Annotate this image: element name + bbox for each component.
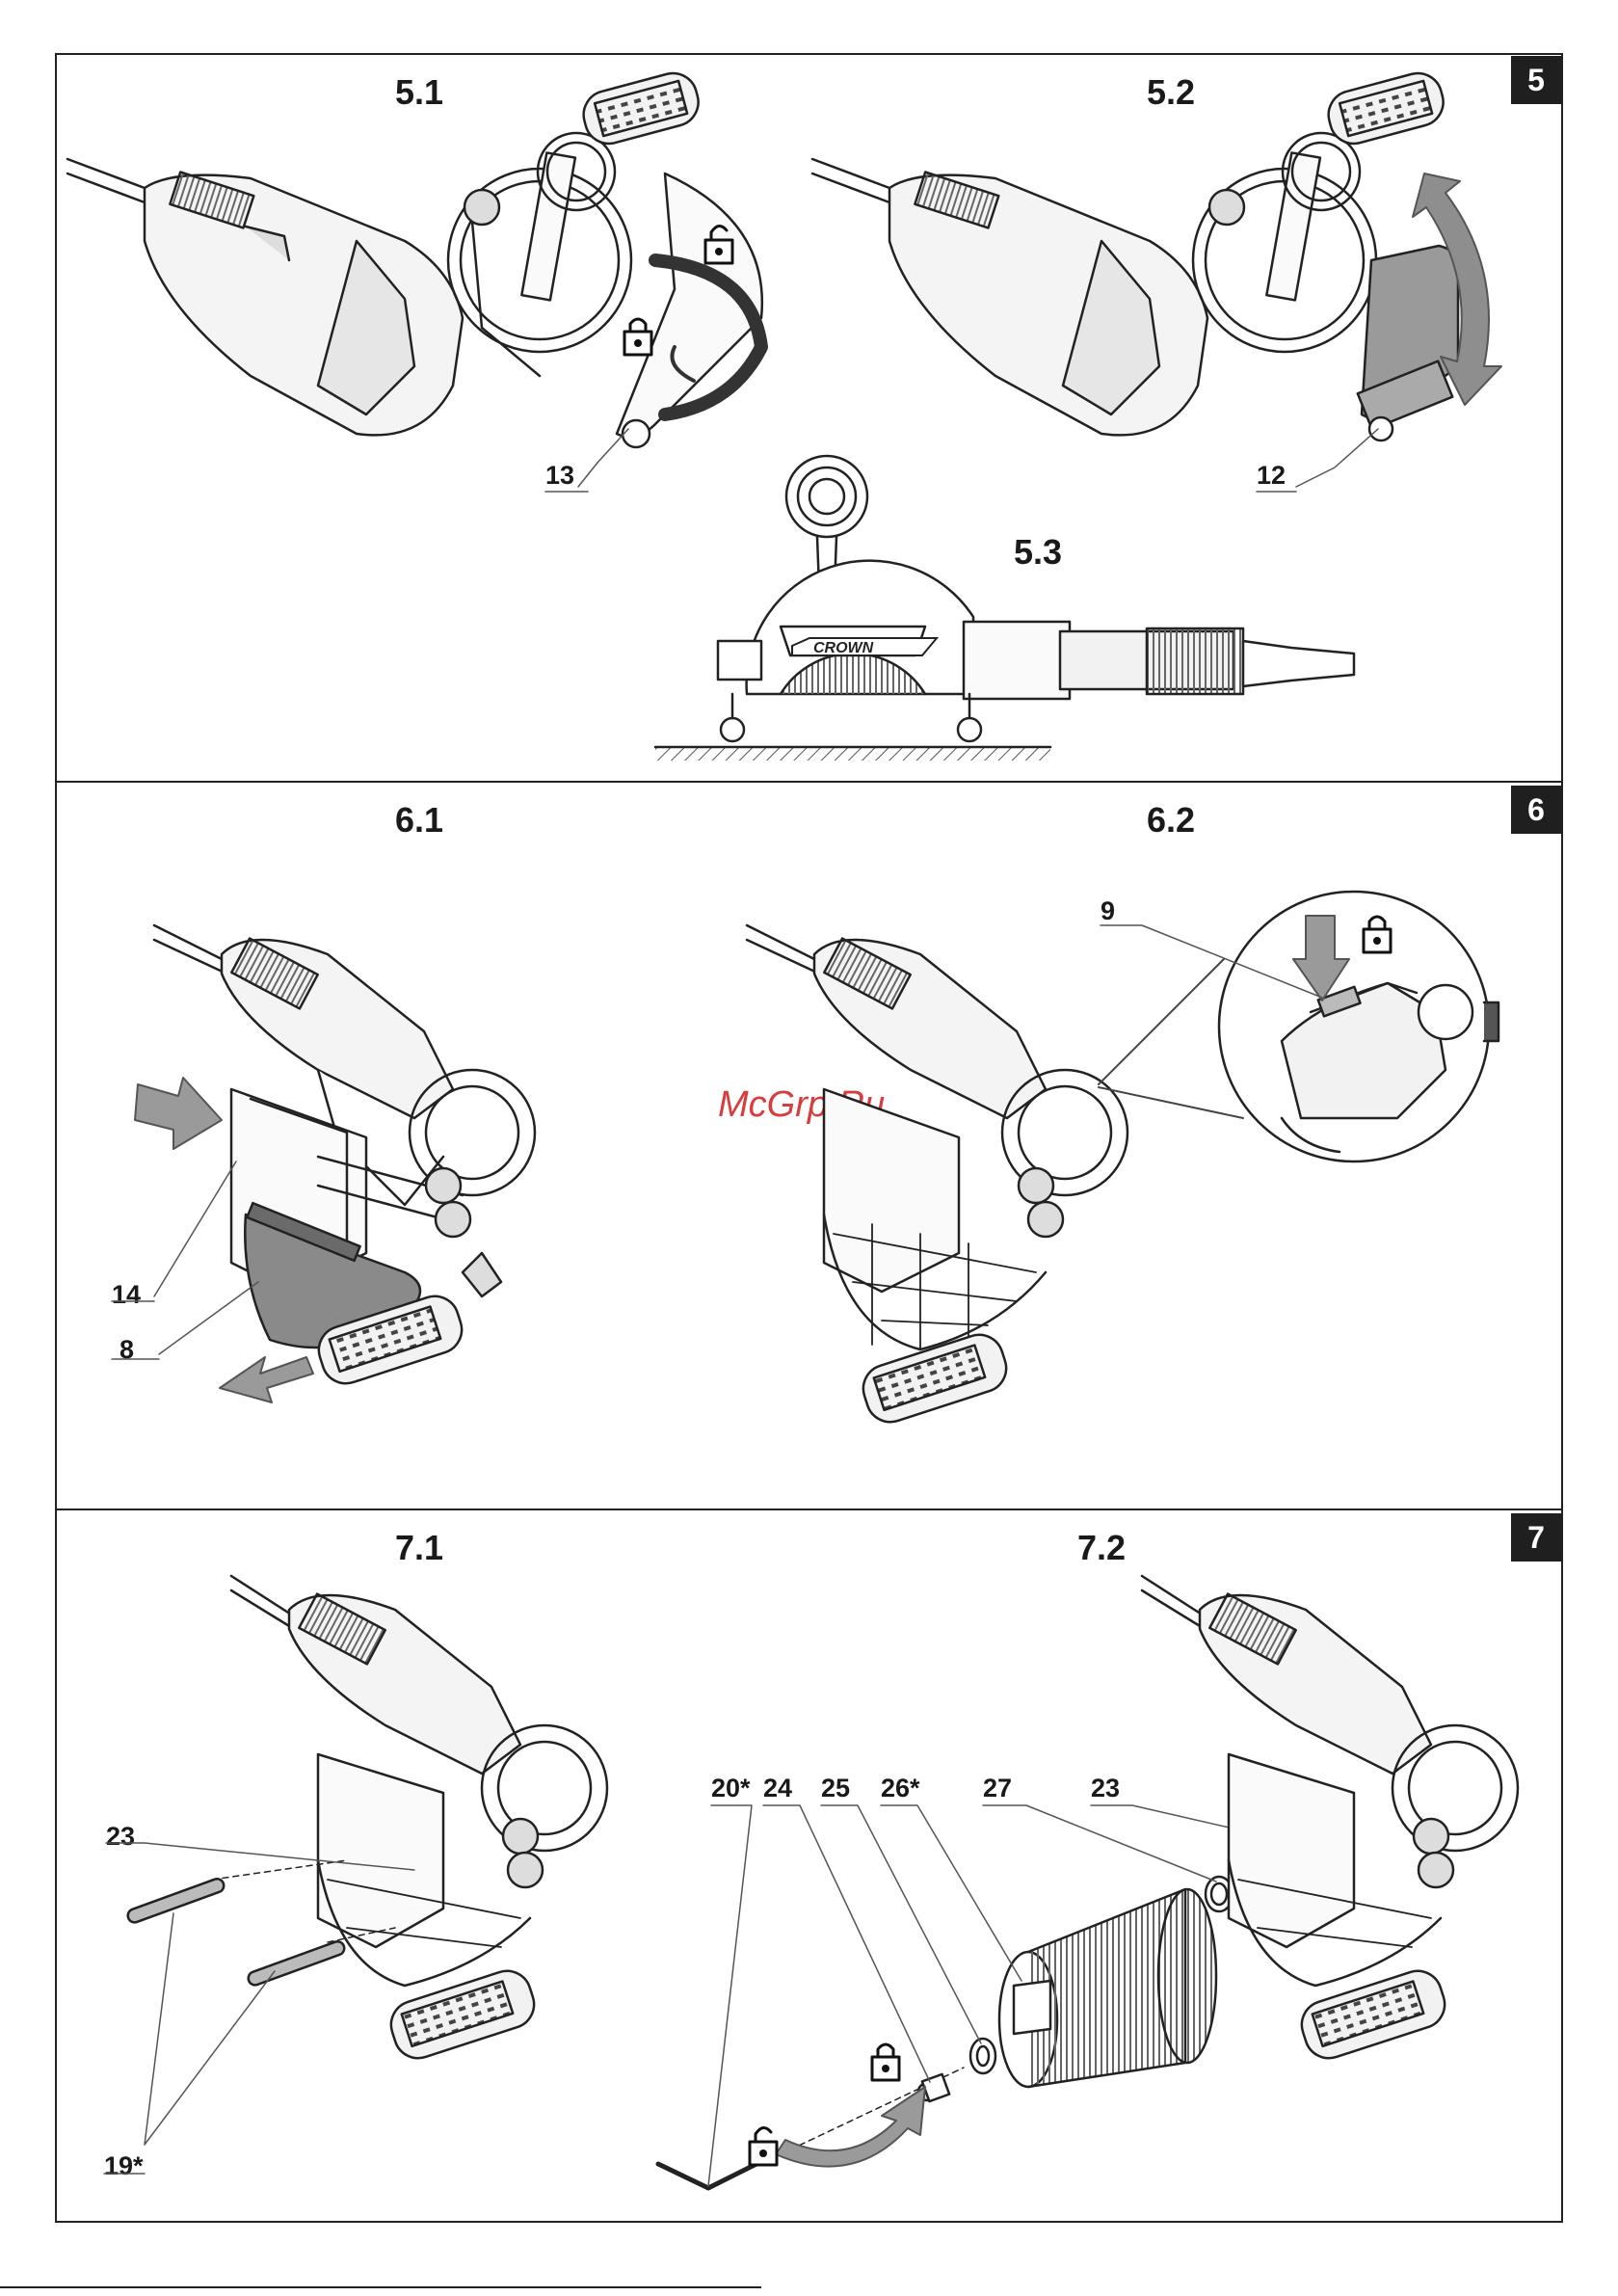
rotate-arrow-icon <box>776 2087 925 2167</box>
grinder-figure-5-3 <box>655 456 1354 761</box>
footer-rule <box>0 2286 761 2288</box>
lock-closed-icon <box>872 2044 899 2080</box>
grinder-figure-6-2 <box>747 925 1127 1428</box>
crown-logo-text: CROWN <box>813 640 874 656</box>
grinder-figure-6-1 <box>154 925 535 1390</box>
pull-arrow-icon <box>220 1357 313 1402</box>
lock-closed-icon <box>624 319 651 355</box>
grinder-figure-5-2 <box>812 67 1459 441</box>
grinder-figure-7-1 <box>126 1576 607 2065</box>
wheel-parts-figure-7-2 <box>658 1846 1320 2188</box>
lock-open-icon <box>750 2127 777 2165</box>
push-arrow-icon <box>135 1078 222 1149</box>
crown-logo: CROWN <box>792 638 937 656</box>
grinder-figure-5-1 <box>67 67 762 447</box>
